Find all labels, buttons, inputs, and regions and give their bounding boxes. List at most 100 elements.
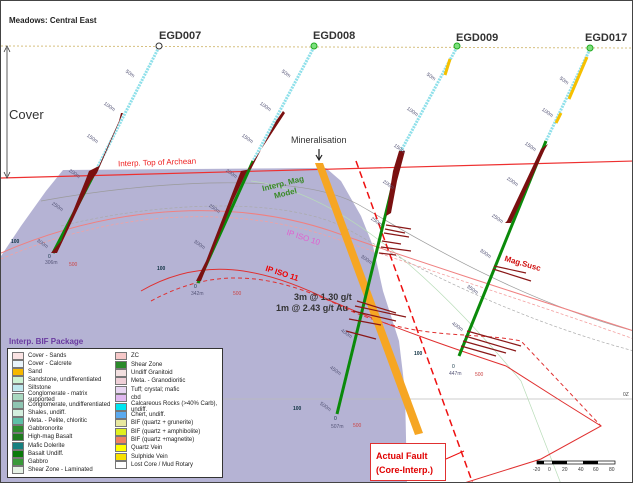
end-depth: 306m — [45, 260, 58, 266]
legend-label: Meta. - Pelite, chloritic — [28, 418, 88, 425]
legend-label: Sand — [28, 369, 43, 376]
ip-iso-10-line — [1, 216, 632, 339]
legend-label: Meta. - Granodioritic — [131, 378, 186, 385]
legend-item: Sandstone, undifferentiated — [12, 376, 115, 385]
legend-item: Siltstone — [12, 384, 115, 393]
legend-item: ZC — [115, 352, 218, 361]
legend-label: BIF (quartz + grunerite) — [131, 420, 194, 427]
legend-item: Sulphide Vein — [115, 452, 218, 461]
scale-bar — [536, 460, 616, 465]
legend-label: Shales, undiff. — [28, 410, 66, 417]
legend-swatch — [12, 352, 24, 361]
legend-swatch — [12, 409, 24, 418]
legend-swatch — [12, 449, 24, 458]
legend-label: Shear Zone — [131, 361, 163, 368]
legend-item: BIF (quartz + grunerite) — [115, 419, 218, 428]
legend-item: Chert, undiff. — [115, 410, 218, 419]
legend-label: Sulphide Vein — [131, 453, 168, 460]
legend-swatch — [115, 385, 127, 394]
legend-item: Tuff; crystal; mafic — [115, 385, 218, 394]
end-depth: 447m — [449, 371, 462, 377]
legend-swatch — [115, 427, 127, 436]
legend-item: Mafic Dolerite — [12, 441, 115, 450]
legend-label: Siltstone — [28, 385, 52, 392]
legend-item: cbd — [115, 394, 218, 403]
drillhole-egd009[interactable] — [335, 42, 461, 415]
legend-item: Basalt Undiff. — [12, 449, 115, 458]
mag-scale-max: 500 — [475, 372, 484, 378]
legend-swatch — [115, 377, 127, 386]
legend-label: Cover - Sands — [28, 353, 67, 360]
legend-label: Lost Core / Mud Rotary — [131, 462, 194, 469]
drillhole-egd008[interactable] — [196, 42, 318, 284]
legend-swatch — [12, 400, 24, 409]
mag-scale-mid: 100 — [414, 351, 423, 357]
legend-item: Meta. - Pelite, chloritic — [12, 417, 115, 426]
legend-swatch — [115, 368, 127, 377]
scale-tick: 0 — [548, 467, 551, 473]
legend-swatch — [12, 441, 24, 450]
legend-swatch — [115, 444, 127, 453]
intercept-label-1: 3m @ 1.30 g/t — [294, 292, 352, 302]
scale-tick: 60 — [593, 467, 599, 473]
legend-swatch — [12, 384, 24, 393]
legend-item: Quartz Vein — [115, 444, 218, 453]
legend-swatch — [12, 368, 24, 377]
drillhole-egd017[interactable] — [457, 44, 594, 357]
legend-label: Conglomerate, undifferentiated — [28, 401, 111, 408]
mag-scale-min: 0 — [452, 364, 455, 370]
hole-label-egd008[interactable]: EGD008 — [313, 30, 356, 42]
intercept-label-2: 1m @ 2.43 g/t Au — [276, 303, 348, 313]
legend-swatch — [12, 360, 24, 369]
axis-tag: 0Z — [623, 392, 629, 398]
legend-swatch — [12, 376, 24, 385]
legend-swatch — [115, 360, 127, 369]
legend-label: Basalt Undiff. — [28, 450, 64, 457]
legend-item: Undiff Granitoid — [115, 368, 218, 377]
hole-label-egd009[interactable]: EGD009 — [456, 32, 499, 44]
legend-swatch — [115, 452, 127, 461]
end-depth: 507m — [331, 424, 344, 430]
legend-item: Calcareous Rocks (>40% Carb), undiff. — [115, 401, 218, 413]
legend-item: Conglomerate - matrix supported — [12, 391, 115, 403]
legend-item: Conglomerate, undifferentiated — [12, 400, 115, 409]
legend-item: Lost Core / Mud Rotary — [115, 461, 218, 470]
legend-item: BIF (quartz +magnetite) — [115, 436, 218, 445]
collar-surface-line — [1, 45, 632, 49]
legend-label: Quartz Vein — [131, 445, 163, 452]
legend-item: Shear Zone — [115, 360, 218, 369]
scale-tick: 40 — [578, 467, 584, 473]
legend-swatch — [12, 457, 24, 466]
mag-scale-min: 0 — [48, 254, 51, 260]
legend-item: Cover - Sands — [12, 352, 115, 361]
legend-label: Undiff Granitoid — [131, 369, 173, 376]
hole-label-egd007[interactable]: EGD007 — [159, 30, 202, 42]
mag-scale-max: 500 — [69, 262, 78, 268]
legend-item: Gabbro — [12, 457, 115, 466]
legend-item: Cover - Calcrete — [12, 360, 115, 369]
legend-swatch — [12, 433, 24, 442]
scale-tick: -20 — [533, 467, 541, 473]
section-title: Meadows: Central East — [9, 16, 97, 25]
legend-label: Chert, undiff. — [131, 411, 166, 418]
cover-arrow-head — [3, 45, 11, 179]
mag-model-contour — [40, 182, 632, 331]
legend-item: BIF (quartz + amphibolite) — [115, 427, 218, 436]
drillhole-egd007[interactable] — [51, 42, 163, 254]
bif-package-label: Interp. BIF Package — [9, 337, 84, 346]
legend-label: Sandstone, undifferentiated — [28, 377, 102, 384]
mag-scale-max: 500 — [233, 291, 242, 297]
hole-label-egd017[interactable]: EGD017 — [585, 32, 628, 44]
cover-label: Cover — [9, 107, 44, 122]
fault-label-line1: Actual Fault — [376, 451, 428, 461]
legend-item: High-mag Basalt — [12, 433, 115, 442]
legend-swatch — [12, 465, 24, 474]
fault-callout-arrow — [445, 450, 465, 460]
mag-scale-min: 0 — [194, 284, 197, 290]
legend-swatch — [115, 402, 127, 411]
ip-iso-11-line — [150, 277, 602, 427]
scale-tick: 80 — [609, 467, 615, 473]
